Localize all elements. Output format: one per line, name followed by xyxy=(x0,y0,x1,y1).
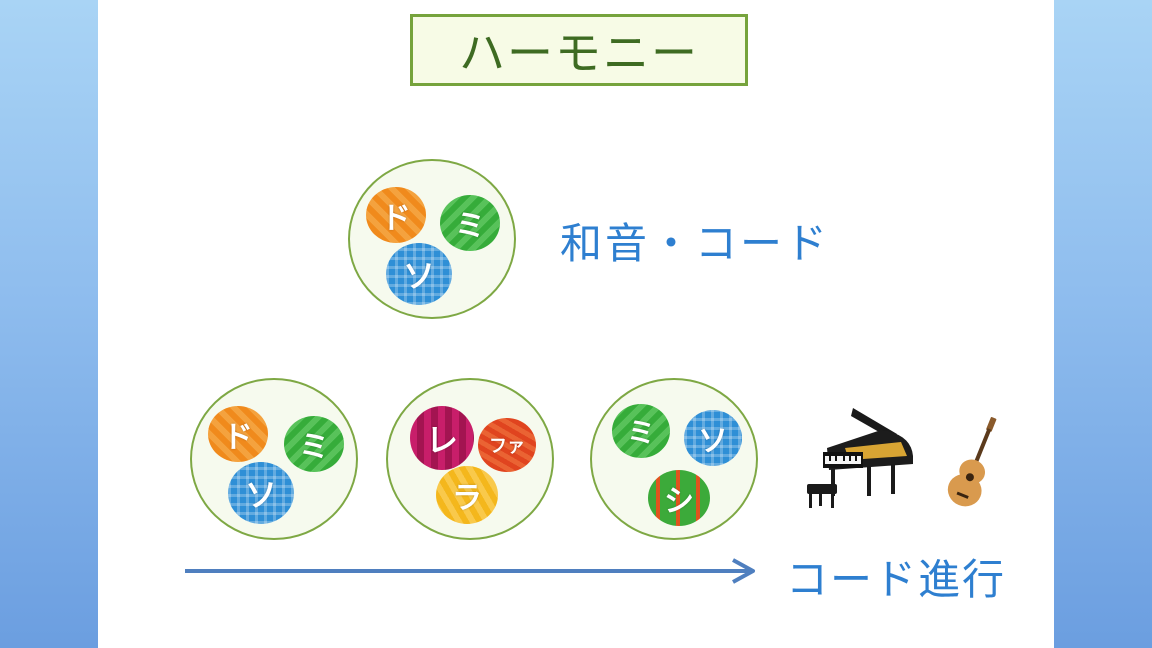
chord-group-3: ミ ソ シ xyxy=(590,378,758,540)
note-do: ド xyxy=(366,187,426,243)
note-mi: ミ xyxy=(440,195,500,251)
acoustic-guitar-icon xyxy=(947,417,997,507)
note-label: ファ xyxy=(489,436,525,457)
note-label: ド xyxy=(381,201,411,236)
note-label: レ xyxy=(425,421,458,459)
progression-label: コード進行 xyxy=(786,555,1007,604)
note-label: ソ xyxy=(698,424,728,459)
note-mi: ミ xyxy=(284,416,344,472)
note-label: ミ xyxy=(455,209,485,244)
chord-label: 和音・コード xyxy=(560,219,831,268)
note-label: ミ xyxy=(626,416,655,449)
note-re: レ xyxy=(410,406,474,470)
note-so: ソ xyxy=(684,410,742,466)
note-label: ミ xyxy=(299,430,329,465)
note-so: ソ xyxy=(228,462,294,524)
slide-title: ハーモニー xyxy=(459,26,699,80)
note-shi: シ xyxy=(648,470,710,526)
title-box: ハーモニー xyxy=(410,14,748,86)
grand-piano-icon xyxy=(807,408,913,508)
right-side-panel xyxy=(1054,0,1152,648)
note-fa: ファ xyxy=(478,418,536,472)
note-label: ソ xyxy=(244,476,277,514)
left-side-panel xyxy=(0,0,98,648)
progression-arrow xyxy=(185,558,755,584)
note-label: シ xyxy=(664,484,694,519)
note-label: ド xyxy=(223,420,253,455)
chord-group-top: ド ミ ソ xyxy=(348,159,516,319)
slide: ハーモニー ド ミ ソ 和音・コード ド ミ ソ レ ファ xyxy=(98,0,1054,648)
note-so: ソ xyxy=(386,243,452,305)
note-mi: ミ xyxy=(612,404,670,458)
chord-group-1: ド ミ ソ xyxy=(190,378,358,540)
note-label: ラ xyxy=(452,481,482,516)
note-la: ラ xyxy=(436,466,498,524)
note-label: ソ xyxy=(402,257,435,295)
note-do: ド xyxy=(208,406,268,462)
chord-group-2: レ ファ ラ xyxy=(386,378,554,540)
